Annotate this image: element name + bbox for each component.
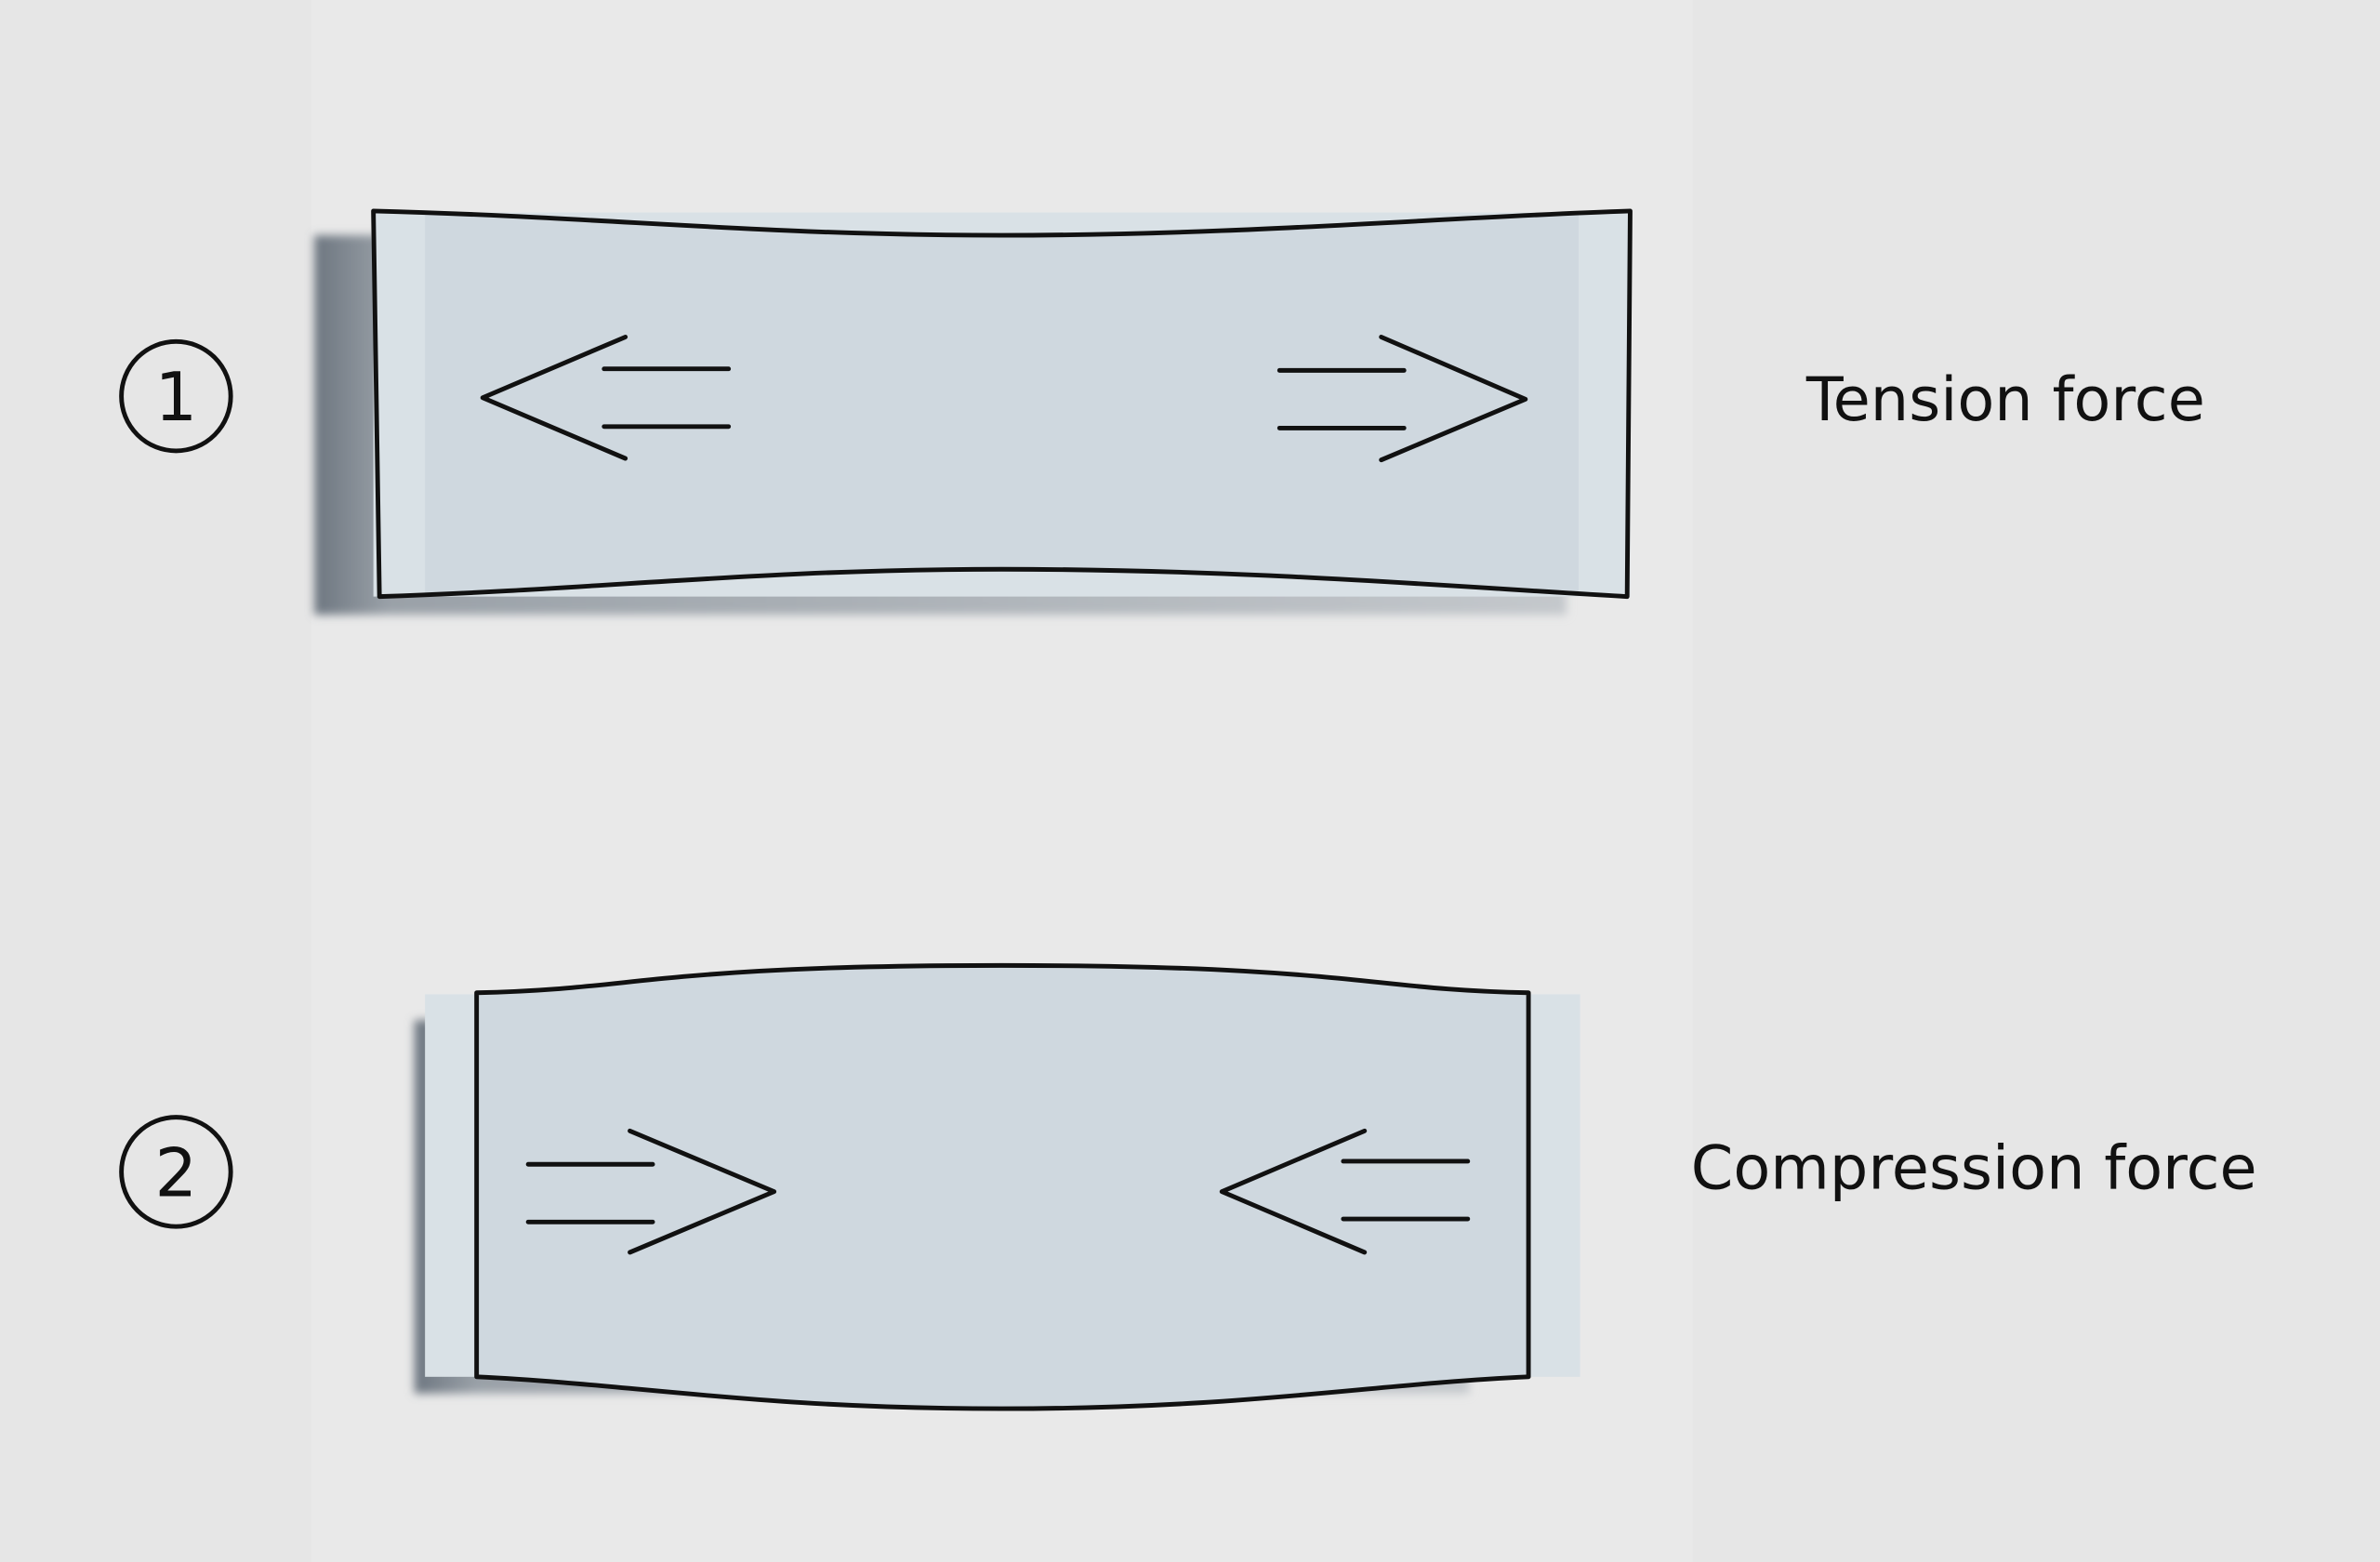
strip-outline-2 <box>474 962 1531 1411</box>
label-compression: Compression force <box>1691 1132 2257 1203</box>
strip-outline-1 <box>371 208 1633 600</box>
number-1: 1 <box>155 358 198 436</box>
label-tension: Tension force <box>1805 364 2205 435</box>
strip-body-1 <box>425 212 1579 594</box>
strip-body-2 <box>476 965 1529 1410</box>
arrow-left-icon <box>480 335 732 461</box>
arrow-left-icon <box>1219 1128 1471 1255</box>
arrow-right-icon <box>1276 335 1528 463</box>
number-circle-1 <box>119 338 233 454</box>
number-circle-2 <box>119 1115 233 1229</box>
arrow-right-icon <box>525 1128 777 1255</box>
compression-group: 2 Compression force <box>119 962 2257 1411</box>
number-2: 2 <box>155 1134 198 1212</box>
tension-group: 1 Tension force <box>119 208 2205 616</box>
